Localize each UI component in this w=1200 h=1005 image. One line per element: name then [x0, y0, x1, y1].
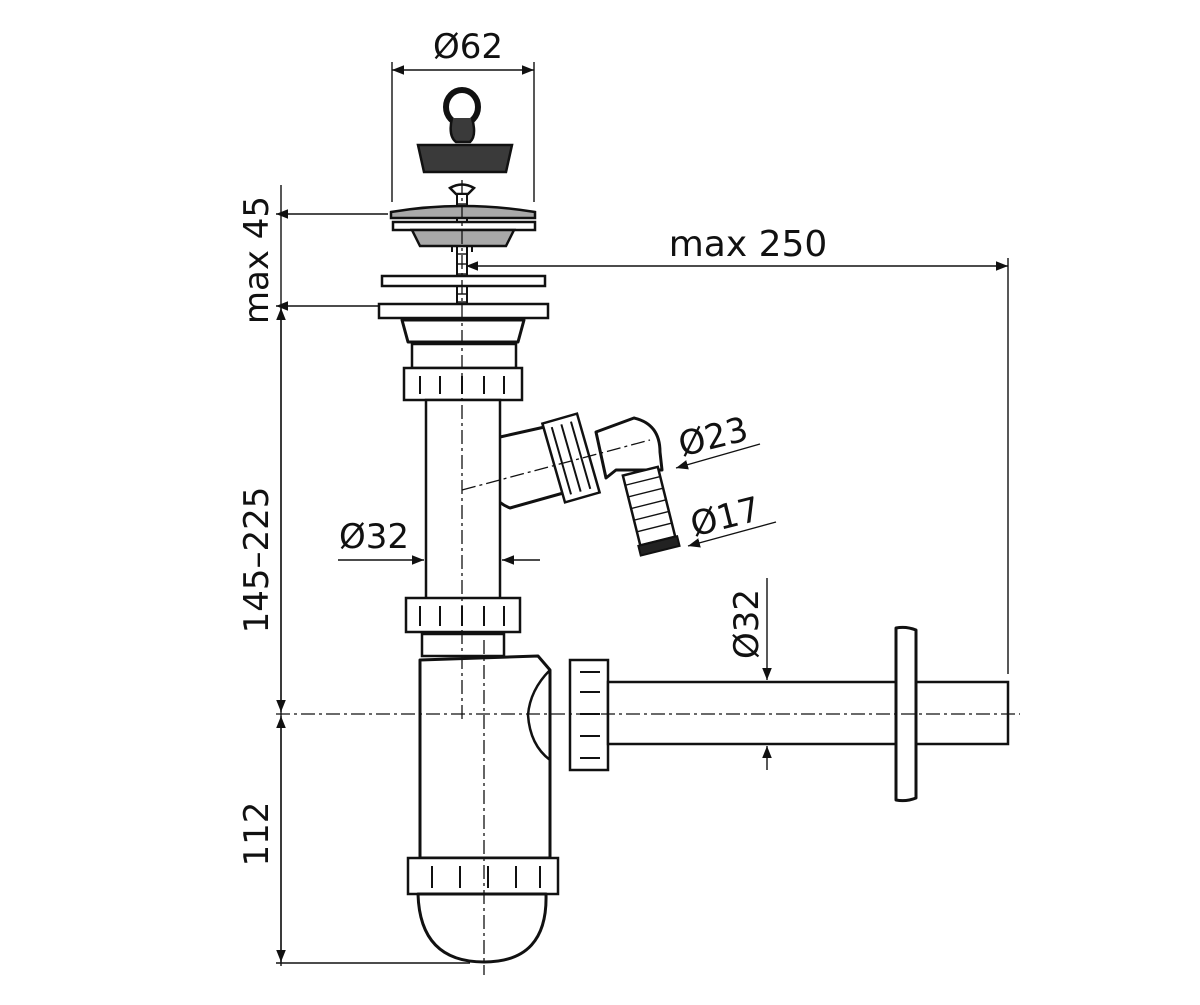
label-max-length: max 250	[669, 224, 828, 265]
hose-branch	[482, 412, 681, 557]
strainer-flange	[389, 204, 537, 252]
label-bottom-height: 112	[237, 802, 277, 867]
label-top-diameter: Ø62	[433, 27, 503, 67]
dim-bottom-height: 112	[237, 716, 470, 964]
dim-hose-outer-diameter: Ø23	[675, 409, 761, 470]
label-height-range: 145–225	[237, 487, 277, 634]
label-hose-inner-diameter: Ø17	[687, 489, 765, 545]
label-max-height-top: max 45	[237, 196, 277, 324]
bottle-trap	[406, 654, 560, 964]
dim-top-diameter: Ø62	[391, 27, 535, 202]
label-vertical-pipe-diameter: Ø32	[339, 517, 409, 557]
label-hose-outer-diameter: Ø23	[675, 409, 753, 465]
dim-hose-inner-diameter: Ø17	[687, 489, 777, 548]
dim-outlet-pipe-diameter: Ø32	[727, 578, 772, 770]
center-lines	[276, 180, 1020, 975]
dim-max-length: max 250	[466, 224, 1009, 674]
dim-height-range: 145–225	[237, 308, 286, 712]
label-outlet-pipe-diameter: Ø32	[727, 589, 767, 659]
drain-body	[400, 318, 526, 402]
stopper-plug	[416, 87, 514, 174]
dim-vertical-pipe-diameter: Ø32	[338, 517, 540, 565]
sink-gaskets	[377, 274, 550, 320]
